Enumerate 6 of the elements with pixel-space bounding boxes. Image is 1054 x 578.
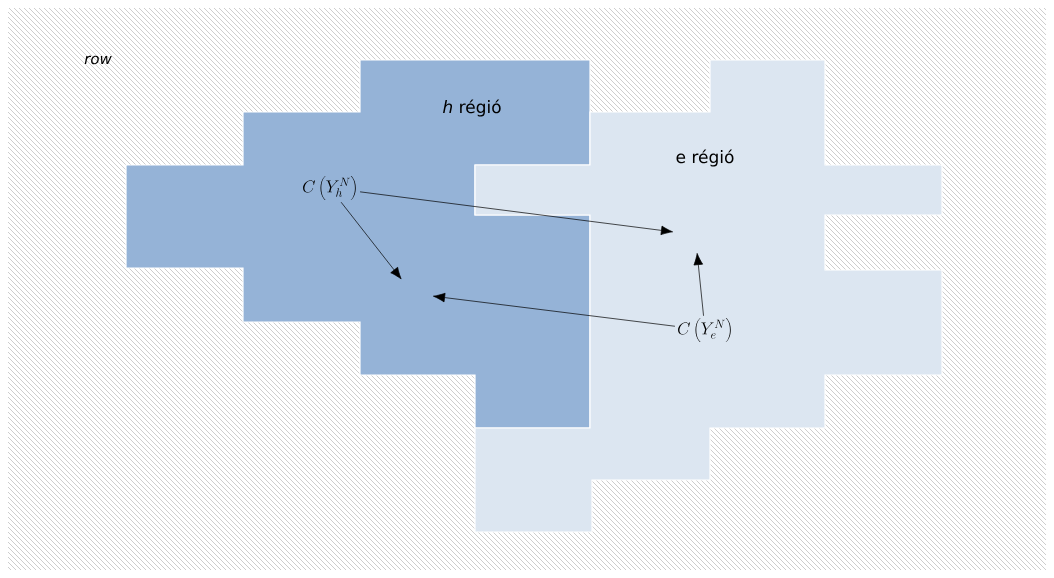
arrow xyxy=(359,191,673,236)
arrow xyxy=(340,201,402,280)
arrow xyxy=(693,253,704,317)
arrow xyxy=(433,292,676,327)
formula: $C\left(Y_h^N\right)$ xyxy=(303,176,356,200)
formula: $C\left(Y_e^N\right)$ xyxy=(678,318,731,342)
